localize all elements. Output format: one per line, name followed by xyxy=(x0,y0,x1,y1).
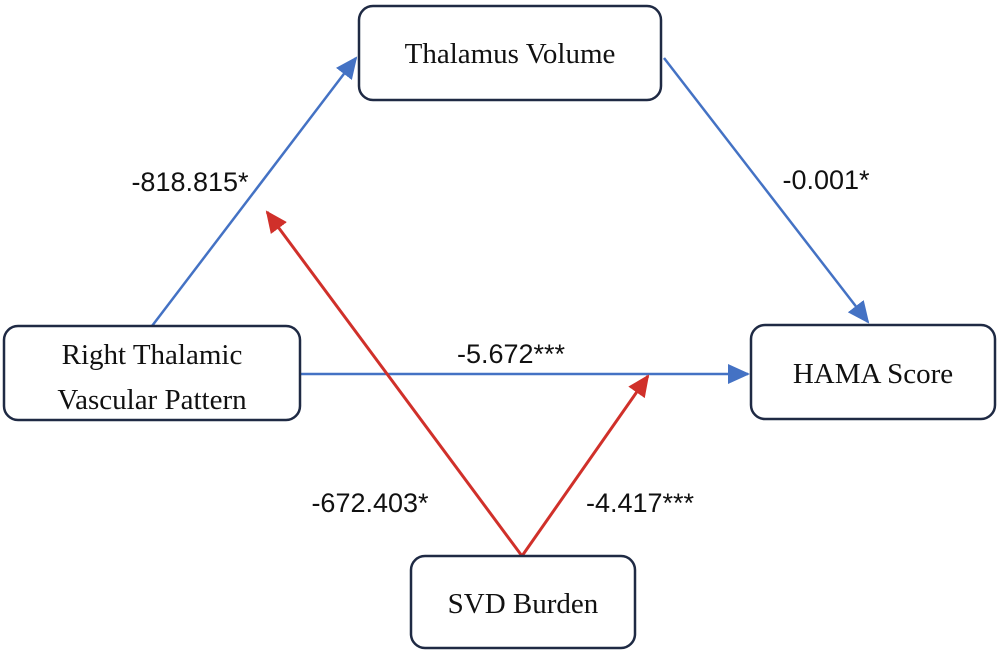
node-label-line-1: Right Thalamic xyxy=(62,339,243,371)
arrow-pattern-to-volume xyxy=(151,56,358,327)
node-label: HAMA Score xyxy=(793,358,953,390)
node-thalamus-volume: Thalamus Volume xyxy=(357,4,663,102)
node-hama-score: HAMA Score xyxy=(749,323,997,421)
coef-volume-to-hama: -0.001* xyxy=(782,165,870,195)
node-label: Thalamus Volume xyxy=(405,38,616,70)
node-svd-burden: SVD Burden xyxy=(409,554,637,650)
arrow-svd-to-a-path xyxy=(265,210,524,557)
arrow-svd-to-c-path xyxy=(520,374,650,557)
coef-pattern-to-hama: -5.672*** xyxy=(457,339,566,369)
coef-svd-moderates-a-path: -672.403* xyxy=(311,488,429,518)
arrow-volume-to-hama xyxy=(663,57,870,324)
coef-pattern-to-volume: -818.815* xyxy=(131,167,249,197)
node-right-thalamic-vascular-pattern: Right Thalamic Vascular Pattern xyxy=(2,324,302,422)
node-label-line-2: Vascular Pattern xyxy=(57,384,247,416)
coef-svd-moderates-c-path: -4.417*** xyxy=(586,488,695,518)
node-label: SVD Burden xyxy=(448,588,599,620)
